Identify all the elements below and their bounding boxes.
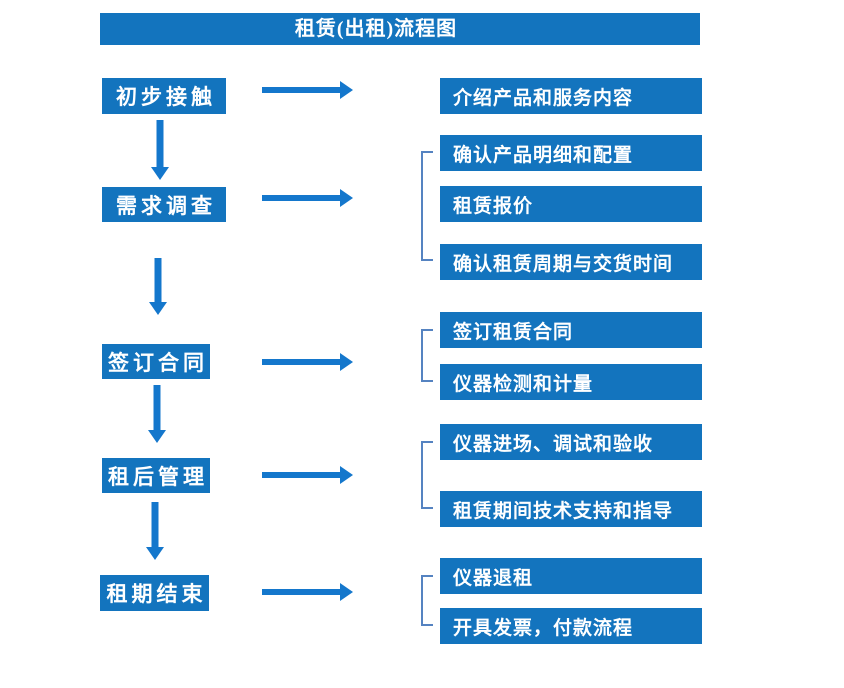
down-arrow-icon [146, 502, 164, 560]
group-bracket [421, 151, 433, 261]
arrow-head [151, 167, 169, 180]
arrow-shaft [154, 258, 162, 303]
arrow-shaft [262, 87, 341, 93]
detail-box: 签订租赁合同 [440, 312, 702, 348]
detail-box: 仪器进场、调试和验收 [440, 424, 702, 460]
detail-box: 租赁报价 [440, 186, 702, 222]
arrow-head [149, 302, 167, 315]
arrow-shaft [262, 359, 341, 365]
down-arrow-icon [151, 120, 169, 180]
step-box-demand-survey: 需求调查 [102, 187, 226, 222]
arrow-shaft [151, 502, 159, 548]
arrow-head [146, 547, 164, 560]
detail-box: 开具发票，付款流程 [440, 608, 702, 644]
step-box-lease-end: 租期结束 [100, 575, 209, 611]
arrow-head [148, 430, 166, 443]
right-arrow-icon [262, 189, 353, 207]
arrow-shaft [262, 589, 341, 595]
arrow-head [340, 583, 353, 601]
right-arrow-icon [262, 353, 353, 371]
step-box-initial-contact: 初步接触 [102, 78, 226, 114]
page-title: 租赁(出租)流程图 [294, 18, 458, 40]
detail-box: 仪器检测和计量 [440, 364, 702, 400]
detail-box: 介绍产品和服务内容 [440, 78, 702, 114]
arrow-shaft [262, 472, 341, 478]
group-bracket [421, 441, 433, 509]
arrow-shaft [262, 195, 341, 201]
right-arrow-icon [262, 466, 353, 484]
down-arrow-icon [148, 385, 166, 443]
arrow-head [340, 81, 353, 99]
title-bar: 租赁(出租)流程图 [100, 13, 700, 45]
arrow-shaft [156, 120, 164, 168]
detail-box: 仪器退租 [440, 558, 702, 594]
arrow-head [340, 466, 353, 484]
right-arrow-icon [262, 81, 353, 99]
detail-box: 确认产品明细和配置 [440, 135, 702, 171]
arrow-shaft [153, 385, 161, 431]
down-arrow-icon [149, 258, 167, 315]
group-bracket [421, 575, 433, 626]
step-box-post-rental-management: 租后管理 [102, 458, 210, 493]
arrow-head [340, 189, 353, 207]
detail-box: 确认租赁周期与交货时间 [440, 244, 702, 280]
group-bracket [421, 329, 433, 382]
arrow-head [340, 353, 353, 371]
step-box-contract-signing: 签订合同 [102, 344, 210, 379]
right-arrow-icon [262, 583, 353, 601]
detail-box: 租赁期间技术支持和指导 [440, 491, 702, 527]
